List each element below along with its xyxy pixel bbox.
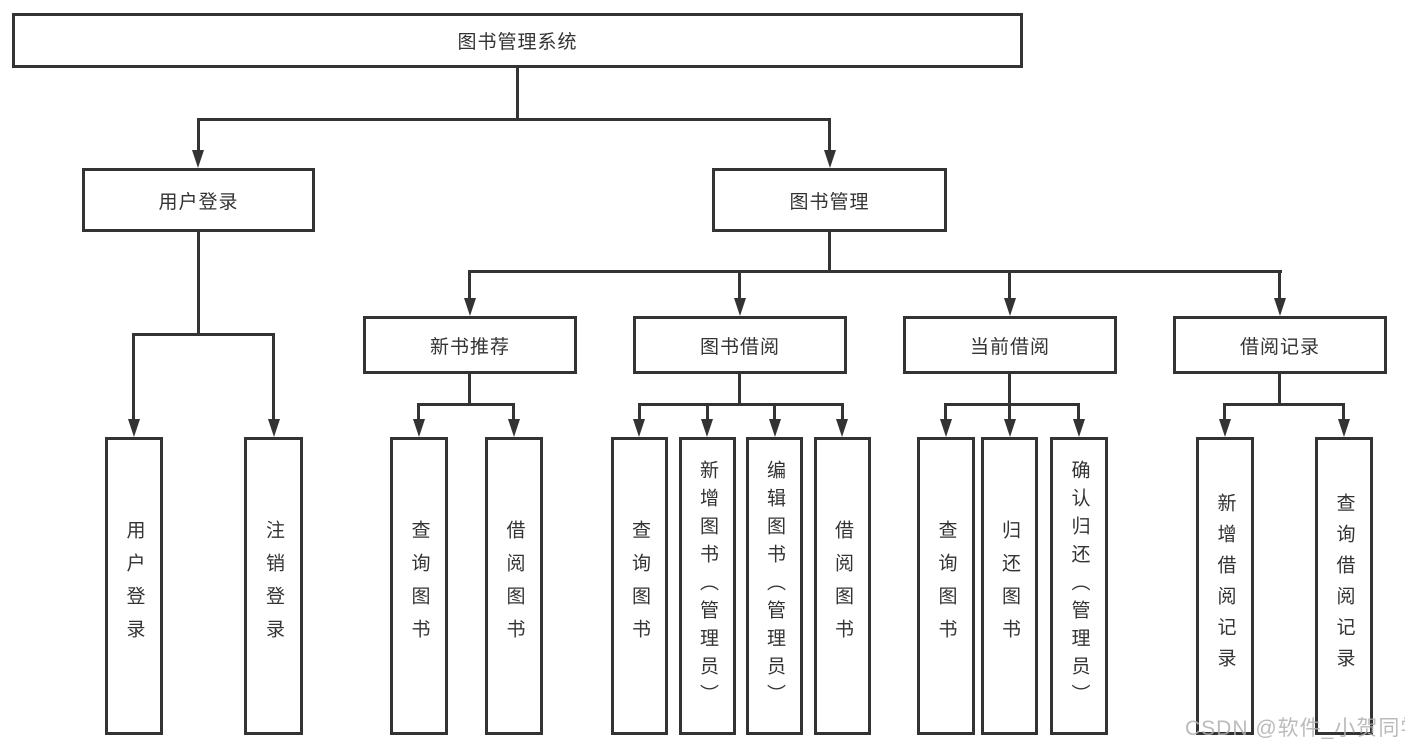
arrowhead-down-icon <box>633 419 645 437</box>
leaf-edit-books-admin-label: 编辑图书（管理员） <box>764 460 785 712</box>
leaf-query-books-borrow-label: 查询图书 <box>629 520 650 652</box>
connector-line <box>516 68 519 120</box>
connector-line <box>468 374 471 405</box>
arrowhead-down-icon <box>1274 298 1286 316</box>
node-book-management: 图书管理 <box>712 168 947 232</box>
leaf-edit-books-admin: 编辑图书（管理员） <box>746 437 803 735</box>
connector-line <box>468 270 1282 273</box>
arrowhead-down-icon <box>1073 419 1085 437</box>
leaf-confirm-return-admin: 确认归还（管理员） <box>1050 437 1108 735</box>
node-book-borrow-label: 图书借阅 <box>699 336 780 358</box>
connector-line <box>841 403 844 421</box>
arrowhead-down-icon <box>268 419 280 437</box>
connector-line <box>1223 403 1226 421</box>
leaf-add-borrow-record-label: 新增借阅记录 <box>1214 493 1236 679</box>
connector-line <box>1008 403 1011 421</box>
leaf-return-books: 归还图书 <box>981 437 1038 735</box>
leaf-query-borrow-record-label: 查询借阅记录 <box>1333 493 1355 679</box>
leaf-borrow-books-recommend: 借阅图书 <box>485 437 543 735</box>
leaf-query-books-current-label: 查询图书 <box>935 520 957 652</box>
connector-line <box>197 232 200 335</box>
node-root-label: 图书管理系统 <box>457 32 578 53</box>
leaf-query-books-recommend-label: 查询图书 <box>408 520 430 652</box>
leaf-borrow-books-borrow: 借阅图书 <box>814 437 871 735</box>
node-user-login-label: 用户登录 <box>158 191 239 213</box>
arrowhead-down-icon <box>508 419 520 437</box>
connector-line <box>197 118 831 121</box>
connector-line <box>944 403 947 421</box>
connector-line <box>738 374 741 405</box>
connector-line <box>272 333 275 421</box>
arrowhead-down-icon <box>1219 419 1231 437</box>
connector-line <box>738 270 741 300</box>
arrowhead-down-icon <box>824 150 836 168</box>
connector-line <box>197 118 200 152</box>
arrowhead-down-icon <box>769 419 781 437</box>
connector-line <box>638 403 844 406</box>
arrowhead-down-icon <box>1004 298 1016 316</box>
leaf-user-login-label: 用户登录 <box>123 520 145 652</box>
csdn-watermark: CSDN @软件_小贺同学 <box>1185 717 1405 740</box>
leaf-add-books-admin-label: 新增图书（管理员） <box>697 460 718 712</box>
connector-line <box>468 270 471 300</box>
leaf-user-login: 用户登录 <box>105 437 163 735</box>
arrowhead-down-icon <box>940 419 952 437</box>
connector-line <box>828 232 831 273</box>
node-current-borrow-label: 当前借阅 <box>969 336 1050 358</box>
connector-line <box>417 403 420 421</box>
node-borrow-records: 借阅记录 <box>1173 316 1387 374</box>
node-borrow-records-label: 借阅记录 <box>1239 336 1320 358</box>
arrowhead-down-icon <box>701 419 713 437</box>
connector-line <box>1008 374 1011 405</box>
leaf-add-borrow-record: 新增借阅记录 <box>1196 437 1254 735</box>
node-root: 图书管理系统 <box>12 13 1023 68</box>
connector-line <box>638 403 641 421</box>
connector-line <box>1278 374 1281 405</box>
arrowhead-down-icon <box>1338 419 1350 437</box>
node-user-login: 用户登录 <box>82 168 315 232</box>
leaf-add-books-admin: 新增图书（管理员） <box>679 437 736 735</box>
leaf-confirm-return-admin-label: 确认归还（管理员） <box>1068 460 1090 712</box>
connector-line <box>1278 270 1281 300</box>
arrowhead-down-icon <box>192 150 204 168</box>
connector-line <box>706 403 709 421</box>
arrowhead-down-icon <box>836 419 848 437</box>
connector-line <box>132 333 275 336</box>
arrowhead-down-icon <box>464 298 476 316</box>
connector-line <box>132 333 135 421</box>
node-current-borrow: 当前借阅 <box>903 316 1117 374</box>
connector-line <box>417 403 515 406</box>
arrowhead-down-icon <box>413 419 425 437</box>
leaf-borrow-books-recommend-label: 借阅图书 <box>503 520 525 652</box>
connector-line <box>512 403 515 421</box>
leaf-logout: 注销登录 <box>244 437 303 735</box>
leaf-query-books-current: 查询图书 <box>917 437 975 735</box>
leaf-borrow-books-borrow-label: 借阅图书 <box>832 520 853 652</box>
connector-line <box>1223 403 1344 406</box>
leaf-logout-label: 注销登录 <box>263 520 284 652</box>
node-new-book-recommend: 新书推荐 <box>363 316 577 374</box>
leaf-query-books-borrow: 查询图书 <box>611 437 668 735</box>
connector-line <box>773 403 776 421</box>
node-new-book-recommend-label: 新书推荐 <box>429 336 510 358</box>
arrowhead-down-icon <box>1004 419 1016 437</box>
arrowhead-down-icon <box>734 298 746 316</box>
connector-line <box>1342 403 1345 421</box>
leaf-query-borrow-record: 查询借阅记录 <box>1315 437 1373 735</box>
node-book-management-label: 图书管理 <box>789 191 870 213</box>
arrowhead-down-icon <box>128 419 140 437</box>
connector-line <box>828 118 831 152</box>
node-book-borrow: 图书借阅 <box>633 316 847 374</box>
leaf-query-books-recommend: 查询图书 <box>390 437 448 735</box>
leaf-return-books-label: 归还图书 <box>999 520 1020 652</box>
connector-line <box>944 403 1080 406</box>
connector-line <box>1008 270 1011 300</box>
connector-line <box>1077 403 1080 421</box>
